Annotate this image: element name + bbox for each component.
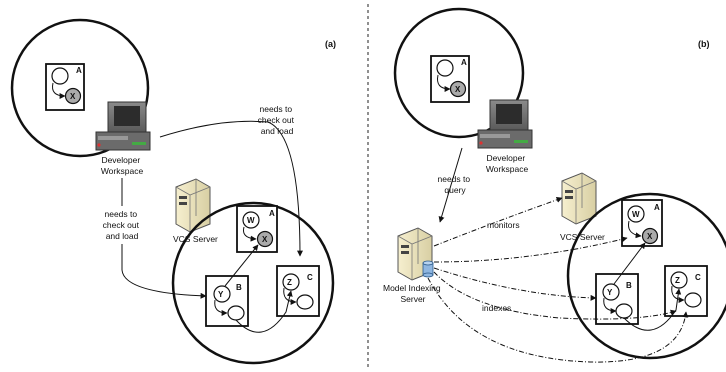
doc-c-repo-b: C Z bbox=[664, 265, 708, 317]
edge-label-left: needs to check out and load bbox=[103, 209, 142, 241]
node-y-label: Y bbox=[607, 288, 613, 297]
panel-b: (b) A X Developer Workspace needs to bbox=[383, 7, 726, 363]
doc-b-repo-b: B Y bbox=[595, 273, 639, 325]
edge-index-c bbox=[433, 271, 677, 320]
edge-monitors bbox=[433, 196, 563, 247]
node-x-label: X bbox=[262, 235, 268, 244]
workspace-circle-b bbox=[393, 7, 525, 139]
node-x-label: X bbox=[70, 92, 76, 101]
node-x-label: X bbox=[647, 232, 653, 241]
doc-b-label: B bbox=[626, 281, 632, 290]
node-w-label: W bbox=[247, 216, 255, 225]
doc-a-repo-label: A bbox=[654, 203, 660, 212]
edge-label-left-bg bbox=[96, 206, 148, 244]
vcs-server-label-b: VCS Server bbox=[560, 232, 605, 242]
repository-circle-b bbox=[566, 192, 726, 360]
monitors-label: monitors bbox=[487, 220, 520, 230]
node-z-label: Z bbox=[675, 276, 680, 285]
doc-c-label: C bbox=[307, 273, 313, 282]
node-z-label: Z bbox=[287, 278, 292, 287]
edge-index-b bbox=[433, 267, 597, 301]
node-x-label: X bbox=[455, 85, 461, 94]
doc-a-label: A bbox=[76, 66, 82, 75]
model-indexing-server bbox=[397, 227, 434, 281]
doc-a-label: A bbox=[461, 58, 467, 67]
vcs-server-label-a: VCS Server bbox=[173, 234, 218, 244]
edge-index-c2 bbox=[427, 277, 689, 363]
query-label: needs to query bbox=[438, 174, 473, 195]
doc-c-label: C bbox=[695, 273, 701, 282]
link-b-to-z bbox=[235, 290, 293, 333]
edge-checkout-left bbox=[121, 178, 207, 299]
panel-b-label: (b) bbox=[698, 39, 710, 49]
indexes-label: indexes bbox=[482, 303, 511, 313]
developer-computer bbox=[95, 101, 151, 151]
link-y-to-x bbox=[224, 244, 259, 287]
doc-a-repo-b: A W X bbox=[621, 199, 663, 247]
doc-a-workspace: A X bbox=[45, 63, 85, 111]
panel-a-label: (a) bbox=[325, 39, 336, 49]
node-w-label: W bbox=[632, 210, 640, 219]
doc-b-repo: B Y bbox=[205, 275, 249, 327]
vcs-server-a bbox=[175, 178, 211, 233]
edge-label-top: needs to check out and load bbox=[258, 104, 297, 136]
link-y-to-x-b bbox=[613, 242, 646, 285]
edge-checkout-top bbox=[159, 120, 303, 257]
panel-a: (a) A X Developer Workspace bbox=[10, 18, 336, 365]
indexing-label: Model Indexing Server bbox=[383, 283, 443, 304]
doc-a-workspace-b: A X bbox=[430, 55, 470, 103]
edge-index-a bbox=[433, 236, 628, 263]
database-icon bbox=[422, 260, 434, 278]
repository-circle-a bbox=[171, 201, 335, 365]
workspace-label-a: Developer Workspace bbox=[101, 155, 144, 176]
doc-b-label: B bbox=[236, 283, 242, 292]
developer-computer-b bbox=[477, 99, 533, 149]
workspace-circle bbox=[10, 18, 150, 158]
vcs-server-b bbox=[561, 172, 597, 225]
edge-query bbox=[438, 147, 463, 223]
doc-c-repo: C Z bbox=[276, 265, 320, 317]
doc-a-repo-label: A bbox=[269, 209, 275, 218]
doc-a-repo: A W X bbox=[236, 205, 278, 253]
workspace-label-b: Developer Workspace bbox=[486, 153, 529, 174]
node-y-label: Y bbox=[218, 290, 224, 299]
